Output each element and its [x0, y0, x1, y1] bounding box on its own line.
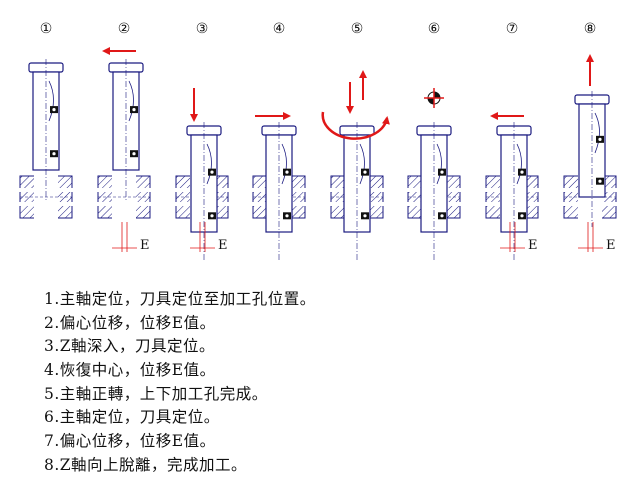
insert-screw-1	[285, 170, 289, 174]
panel-2: ②E	[97, 21, 151, 253]
panel-5: ⑤	[321, 21, 390, 262]
step-7: 7.偏心位移，位移E值。	[44, 432, 216, 451]
step-number-8: ⑧	[584, 21, 597, 37]
insert-screw-1	[598, 137, 602, 141]
step-number-4: ④	[273, 21, 286, 37]
step-list: 1.主軸定位，刀具定位至加工孔位置。 2.偏心位移，位移E值。 3.Z軸深入，刀…	[44, 288, 604, 478]
panel-6: ⑥	[407, 21, 461, 262]
step-5: 5.主軸正轉，上下加工孔完成。	[44, 384, 268, 403]
slot-upper	[19, 188, 73, 192]
insert-screw-1	[520, 170, 524, 174]
step-2: 2.偏心位移，位移E值。	[44, 313, 216, 332]
offset-label-e: E	[528, 238, 538, 253]
coolant-groove	[206, 143, 212, 185]
insert-screw-1	[132, 108, 136, 112]
step-6: 6.主軸定位，刀具定位。	[44, 408, 220, 427]
insert-screw-2	[520, 214, 524, 218]
step-number-3: ③	[196, 21, 209, 37]
insert-screw-2	[52, 152, 56, 156]
offset-label-e: E	[606, 238, 616, 253]
rotation-arrow	[321, 111, 390, 140]
insert-screw-2	[363, 214, 367, 218]
step-number-5: ⑤	[351, 21, 364, 37]
slot-lower	[97, 202, 151, 206]
insert-screw-1	[440, 170, 444, 174]
panel-7: ⑦E	[485, 21, 539, 262]
offset-label-e: E	[140, 238, 150, 253]
step-4: 4.恢復中心，位移E值。	[44, 361, 216, 380]
offset-label-e: E	[218, 238, 228, 253]
insert-screw-2	[132, 152, 136, 156]
slot-upper	[97, 188, 151, 192]
coolant-groove	[516, 143, 522, 185]
slot-lower	[563, 202, 617, 206]
coolant-groove	[48, 80, 54, 122]
step-number-7: ⑦	[506, 21, 519, 37]
panel-4: ④	[252, 21, 306, 262]
insert-screw-1	[52, 108, 56, 112]
insert-screw-2	[440, 214, 444, 218]
step-1: 1.主軸定位，刀具定位至加工孔位置。	[44, 290, 316, 308]
insert-screw-2	[210, 214, 214, 218]
step-8: 8.Z軸向上脫離，完成加工。	[44, 455, 248, 474]
coolant-groove	[128, 80, 134, 122]
coolant-groove	[359, 143, 365, 185]
insert-screw-2	[598, 179, 602, 183]
step-number-2: ②	[118, 21, 131, 37]
insert-screw-1	[210, 170, 214, 174]
insert-screw-2	[285, 214, 289, 218]
insert-screw-1	[363, 170, 367, 174]
step-number-1: ①	[40, 21, 53, 37]
panel-3: ③E	[175, 21, 229, 262]
panel-8: ⑧E	[563, 21, 617, 253]
coolant-groove	[436, 143, 442, 185]
step-3: 3.Z軸深入，刀具定位。	[44, 337, 216, 356]
slot-lower	[19, 202, 73, 206]
panel-1: ①	[19, 21, 73, 219]
step-number-6: ⑥	[428, 21, 441, 37]
coolant-groove	[594, 112, 600, 154]
coolant-groove	[281, 143, 287, 185]
